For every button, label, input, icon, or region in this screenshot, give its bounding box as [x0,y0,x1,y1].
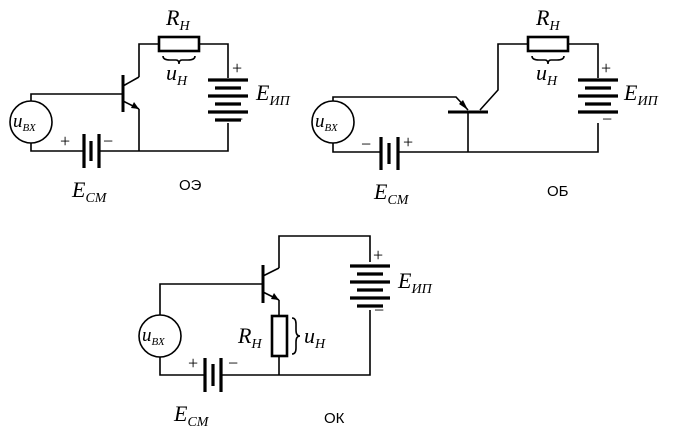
supply-voltage-label: EИП [255,80,291,109]
wire [568,43,599,78]
wire [332,96,469,111]
load-resistor [526,35,570,53]
input-source [138,314,182,358]
input-voltage-label: uВХ [13,111,37,134]
wire [99,123,229,152]
circuit-caption: ОЭ [179,177,202,194]
bias-plus-sign: + [60,131,70,151]
circuit-common-collector: RН uН uВХ EИП EСМ + − + − ОК [138,235,433,430]
wire [138,43,159,77]
wire [221,310,371,376]
supply-plus-sign: + [601,58,611,78]
bias-battery [379,137,400,170]
bias-plus-sign: + [403,132,413,152]
supply-voltage-label: EИП [397,268,433,297]
input-voltage-label: uВХ [315,111,339,134]
input-source [9,100,53,144]
input-source [311,100,355,144]
supply-voltage-label: EИП [623,80,659,109]
load-voltage-label: uН [166,60,188,89]
transistor [121,75,140,112]
bias-minus-sign: − [361,134,371,154]
bias-plus-sign: + [188,353,198,373]
bias-battery [203,358,223,392]
load-voltage-brace [531,55,565,65]
load-resistor-label: RН [237,323,262,352]
supply-battery [208,78,248,122]
wire [479,43,528,111]
supply-minus-sign: − [374,300,384,320]
bias-minus-sign: − [228,353,238,373]
supply-minus-sign: − [233,109,243,129]
supply-battery [350,264,390,308]
load-voltage-brace [291,317,301,355]
load-voltage-brace [162,55,196,65]
supply-plus-sign: + [373,245,383,265]
load-resistor-label: RН [535,5,560,34]
supply-plus-sign: + [232,58,242,78]
bias-voltage-label: EСМ [373,179,410,208]
wire [159,283,263,318]
load-voltage-label: uН [304,323,326,352]
circuit-common-emitter: RН uН uВХ EИП EСМ + − + − ОЭ [9,5,291,206]
load-voltage-label: uН [536,60,558,89]
circuit-common-base: RН uН uВХ EИП EСМ + − − + ОБ [311,5,659,208]
circuit-caption: ОК [324,410,345,427]
bias-voltage-label: EСМ [71,177,108,206]
wire [398,123,599,153]
supply-minus-sign: − [602,109,612,129]
load-resistor [157,35,201,53]
wire [159,355,205,376]
load-resistor-label: RН [165,5,190,34]
bias-battery [82,134,101,168]
wire [199,43,229,78]
circuit-caption: ОБ [547,183,569,200]
transistor [448,100,488,114]
supply-battery [578,78,618,114]
input-voltage-label: uВХ [142,325,166,348]
load-resistor [270,314,289,358]
transistor [261,265,280,303]
bias-minus-sign: − [103,131,113,151]
wire [278,235,371,268]
bias-voltage-label: EСМ [173,401,210,430]
